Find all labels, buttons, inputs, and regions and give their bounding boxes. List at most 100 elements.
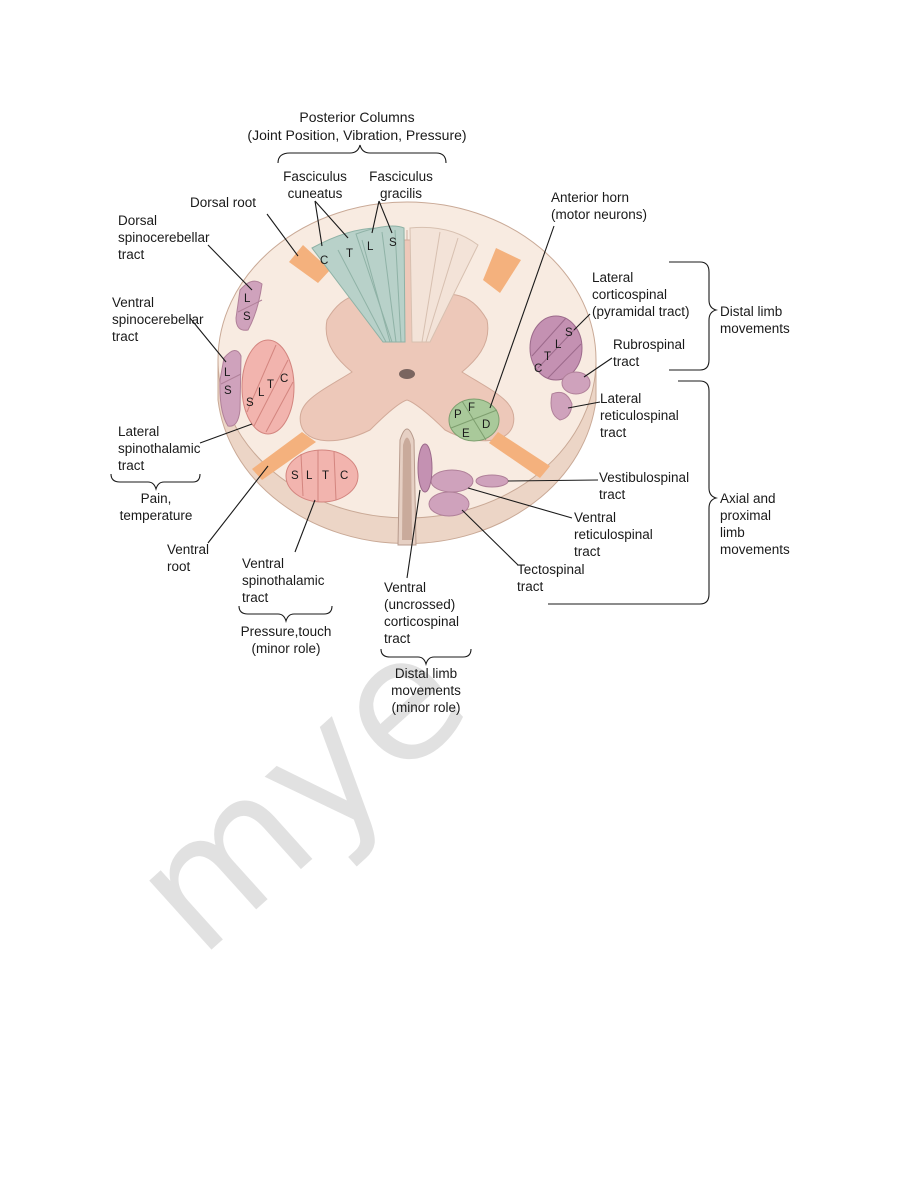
leader-lines <box>189 200 613 579</box>
label-anterior-horn: Anterior horn(motor neurons) <box>551 190 647 222</box>
label-ventral-corticospinal-line: Ventral <box>384 580 426 595</box>
leader-line <box>507 479 599 482</box>
posterior-columns-group: C T L S <box>311 225 479 343</box>
ventral-spinothalamic-area <box>285 449 359 503</box>
label-dorsal-spinocerebellar-line: spinocerebellar <box>118 230 210 245</box>
label-ventral-corticospinal-line: corticospinal <box>384 614 459 629</box>
label-distal-minor-line: Distal limb <box>395 666 457 681</box>
seg-letter: S <box>565 327 573 339</box>
seg-letter: E <box>462 428 470 440</box>
segment-line <box>300 453 304 497</box>
seg-letter: L <box>306 470 313 482</box>
segment-line <box>237 299 263 313</box>
leader-line <box>199 423 253 444</box>
seg-letter: L <box>224 367 231 379</box>
label-pain-temperature: Pain,temperature <box>120 491 193 523</box>
leader-line <box>294 499 316 553</box>
seg-letter: F <box>468 402 475 414</box>
label-lateral-corticospinal-line: (pyramidal tract) <box>592 304 690 319</box>
seg-letter: T <box>544 351 551 363</box>
leader-line <box>207 244 253 291</box>
label-lateral-reticulospinal-line: Lateral <box>600 391 641 406</box>
label-lateral-spinothalamic-line: spinothalamic <box>118 441 201 456</box>
dorsal-root-left <box>289 245 330 283</box>
tectospinal-tract-area <box>428 491 470 517</box>
gray-matter <box>299 239 515 442</box>
label-fasciculus-cuneatus-line: Fasciculus <box>283 169 347 184</box>
seg-letter: T <box>346 248 353 260</box>
label-anterior-horn-line: (motor neurons) <box>551 207 647 222</box>
label-ventral-spinocerebellar-line: Ventral <box>112 295 154 310</box>
label-ventral-reticulospinal-line: reticulospinal <box>574 527 653 542</box>
label-tectospinal-line: Tectospinal <box>517 562 585 577</box>
brace-pain-temperature <box>110 473 201 491</box>
seg-letter: S <box>243 311 251 323</box>
dorsal-spinocerebellar-area <box>235 280 263 331</box>
segment-line <box>421 231 441 343</box>
label-dorsal-spinocerebellar-line: tract <box>118 247 145 262</box>
label-ventral-spinocerebellar-line: spinocerebellar <box>112 312 204 327</box>
seg-letter: T <box>322 470 329 482</box>
label-ventral-corticospinal-line: (uncrossed) <box>384 597 455 612</box>
seg-letter: C <box>534 363 542 375</box>
segment-line <box>246 344 277 413</box>
seg-letter: L <box>367 241 374 253</box>
segment-line <box>394 229 402 343</box>
segment-line <box>531 317 567 357</box>
seg-letter: C <box>280 373 288 385</box>
seg-letter: T <box>267 379 274 391</box>
label-lateral-corticospinal-line: Lateral <box>592 270 633 285</box>
label-lateral-reticulospinal-line: tract <box>600 425 627 440</box>
segment-line <box>333 451 337 501</box>
segment-line <box>450 409 498 429</box>
segment-line <box>220 373 242 385</box>
segment-line <box>337 249 387 343</box>
lateral-spinothalamic-group: S L T C <box>241 339 295 435</box>
leader-line <box>567 401 601 409</box>
segment-line <box>537 327 577 369</box>
label-pain-temperature-line: Pain, <box>141 491 172 506</box>
ventral-reticulospinal-tract-area <box>430 469 474 493</box>
segment-line <box>547 343 582 379</box>
brace-posterior-columns <box>277 144 447 164</box>
segment-line <box>425 237 459 343</box>
leader-line <box>207 465 269 544</box>
label-distal-minor-line: movements <box>391 683 461 698</box>
label-axial-proximal-line: proximal <box>720 508 771 523</box>
label-lateral-reticulospinal-line: reticulospinal <box>600 408 679 423</box>
label-vestibulospinal-line: Vestibulospinal <box>599 470 689 485</box>
seg-letter: L <box>258 387 265 399</box>
seg-letter: S <box>389 237 397 249</box>
label-dorsal-root: Dorsal root <box>190 195 256 210</box>
brace-pressure-touch <box>238 605 333 623</box>
ventral-root-left <box>252 432 316 480</box>
label-ventral-root-line: root <box>167 559 191 574</box>
braces <box>110 144 718 666</box>
rubrospinal-tract-area <box>561 371 591 395</box>
label-ventral-spinothalamic-line: spinothalamic <box>242 573 325 588</box>
brace-distal-limb <box>669 261 718 371</box>
posterior-columns-title: Posterior Columns <box>299 109 414 125</box>
leader-line <box>314 200 323 247</box>
label-ventral-spinothalamic-line: Ventral <box>242 556 284 571</box>
vestibulospinal-tract-area <box>475 474 509 488</box>
label-ventral-spinocerebellar-line: tract <box>112 329 139 344</box>
label-pressure-touch-line: Pressure,touch <box>241 624 332 639</box>
label-axial-proximal-line: movements <box>720 542 790 557</box>
leader-line <box>583 357 613 378</box>
label-ventral-corticospinal-line: tract <box>384 631 411 646</box>
dorsal-root-right <box>483 248 521 293</box>
label-vestibulospinal-line: tract <box>599 487 626 502</box>
segment-line <box>361 239 391 343</box>
ventral-spinothalamic-group: S L T C <box>285 449 359 503</box>
seg-letter: C <box>340 470 348 482</box>
label-distal-limb-movements-line: Distal limb <box>720 304 782 319</box>
